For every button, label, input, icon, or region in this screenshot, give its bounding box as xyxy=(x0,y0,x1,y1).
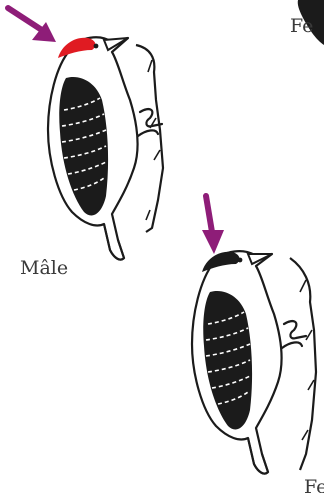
label-bottom-right: Fe xyxy=(304,478,324,493)
